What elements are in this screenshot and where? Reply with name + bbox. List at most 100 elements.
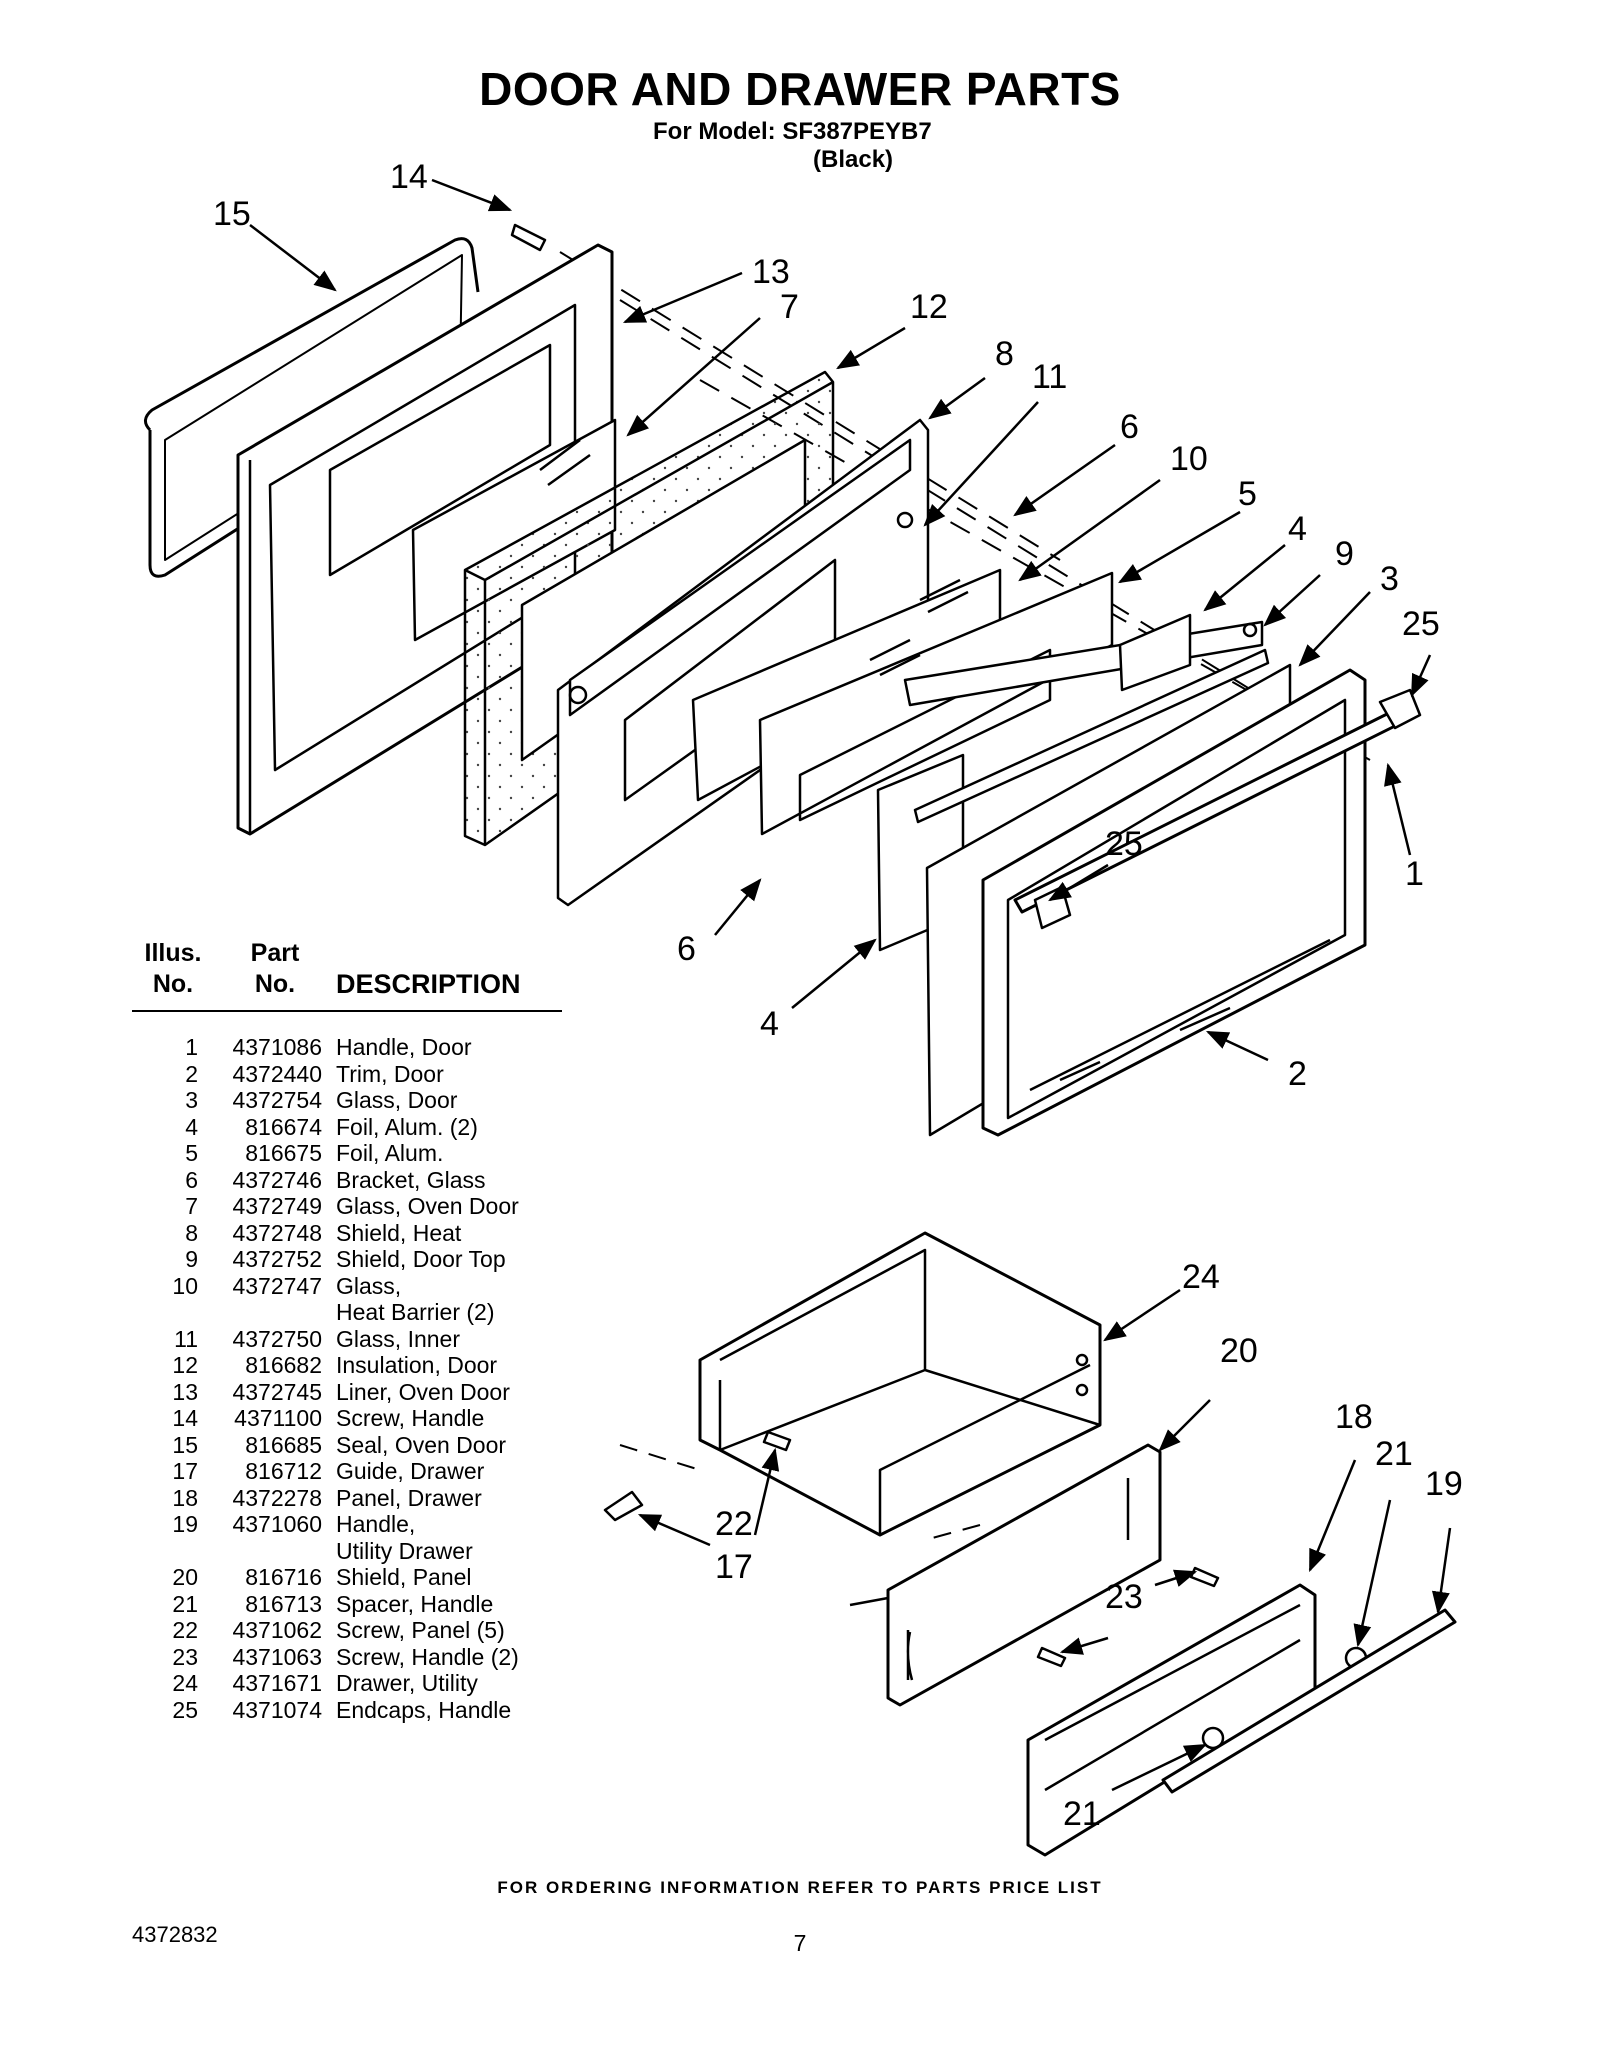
table-header-row: Illus. No. Part No. DESCRIPTION <box>132 938 562 1012</box>
part-no-cell: 816713 <box>245 1590 322 1617</box>
description-cell: Guide, Drawer <box>336 1458 485 1484</box>
description-cell: Screw, Handle <box>336 1405 485 1431</box>
document-number: 4372832 <box>132 1922 218 1947</box>
description-cell: Foil, Alum. <box>336 1140 444 1166</box>
page-number: 7 <box>793 1930 807 1956</box>
table-row: 3 4372754 Glass, Door <box>132 1087 562 1114</box>
callout-4-bottom: 4 <box>760 1005 779 1043</box>
oven-door-seal <box>144 237 480 578</box>
part-no-cell: 4372747 <box>232 1272 322 1299</box>
table-row: 2 4372440 Trim, Door <box>132 1061 562 1088</box>
part-no-cell: 816716 <box>245 1564 322 1590</box>
illus-no-cell: 4 <box>185 1113 198 1140</box>
callout-25-top: 25 <box>1402 605 1440 643</box>
table-row: 22 4371062 Screw, Panel (5) <box>132 1617 562 1644</box>
panel-screw <box>762 1430 792 1452</box>
illus-no-cell: 17 <box>172 1458 198 1484</box>
part-no-cell: 4371063 <box>232 1643 322 1670</box>
part-no-cell: 4372440 <box>232 1060 322 1087</box>
header-part-bottom: No. <box>254 970 296 998</box>
callout-15: 15 <box>213 195 251 233</box>
callout-21-top: 21 <box>1375 1435 1413 1473</box>
part-no-cell: 4372748 <box>232 1219 322 1246</box>
part-no-cell: 4372746 <box>232 1166 322 1193</box>
part-no-cell: 4372749 <box>232 1193 322 1219</box>
color-line: (Black) <box>813 146 894 173</box>
table-row: 5 816675 Foil, Alum. <box>132 1140 562 1167</box>
illus-no-cell: 22 <box>172 1617 198 1643</box>
exploded-drawer-diagram <box>603 1231 1457 1857</box>
callout-13: 13 <box>752 253 790 291</box>
illus-no-cell: 7 <box>185 1193 198 1219</box>
callout-leaders <box>249 178 1452 1792</box>
callout-7: 7 <box>780 288 799 326</box>
handle-screw-lower <box>1036 1646 1067 1668</box>
callout-9: 9 <box>1335 535 1354 573</box>
illus-no-cell <box>132 1299 214 1326</box>
description-cell: Liner, Oven Door <box>336 1378 510 1405</box>
illus-no-cell: 3 <box>185 1087 198 1113</box>
illus-no-cell: 5 <box>185 1140 198 1166</box>
description-cell: Endcaps, Handle <box>336 1696 512 1723</box>
illus-no-cell: 24 <box>172 1670 198 1696</box>
illus-no-cell: 14 <box>172 1405 198 1431</box>
part-no-cell: 4371062 <box>232 1617 322 1643</box>
header-illus-bottom: No. <box>152 970 194 998</box>
exploded-door-diagram <box>144 223 1422 1137</box>
handle-screw-upper <box>1189 1566 1220 1588</box>
illus-no-cell: 25 <box>172 1696 198 1723</box>
part-no-cell <box>214 1299 336 1326</box>
part-no-cell: 4372745 <box>232 1378 322 1405</box>
part-no-cell: 4372754 <box>232 1087 322 1113</box>
illus-no-cell: 2 <box>185 1060 198 1087</box>
model-line: For Model: SF387PEYB7 <box>653 118 932 145</box>
table-row: Utility Drawer <box>132 1538 562 1565</box>
table-row: 14 4371100 Screw, Handle <box>132 1405 562 1432</box>
header-part-top: Part <box>250 939 300 967</box>
callout-10: 10 <box>1170 440 1208 478</box>
description-cell: Drawer, Utility <box>336 1670 478 1696</box>
illus-no-cell: 8 <box>185 1219 198 1246</box>
header-illus-no: Illus. No. <box>132 938 214 1012</box>
callout-23: 23 <box>1105 1578 1143 1616</box>
illus-no-cell: 23 <box>172 1643 198 1670</box>
description-cell: Insulation, Door <box>336 1352 498 1378</box>
part-no-cell: 816675 <box>245 1140 322 1166</box>
callout-22: 22 <box>715 1505 753 1543</box>
handle-screw <box>510 223 547 252</box>
illus-no-cell <box>132 1538 214 1565</box>
callout-17: 17 <box>715 1548 753 1586</box>
illus-no-cell: 12 <box>172 1352 198 1378</box>
part-no-cell: 4371086 <box>232 1034 322 1060</box>
callout-18: 18 <box>1335 1398 1373 1436</box>
description-cell: Glass, Door <box>336 1087 458 1113</box>
drawer-guide <box>603 1490 644 1522</box>
description-cell: Panel, Drawer <box>336 1484 482 1511</box>
part-no-cell: 816685 <box>245 1431 322 1458</box>
illus-no-cell: 21 <box>172 1590 198 1617</box>
ordering-note: FOR ORDERING INFORMATION REFER TO PARTS … <box>497 1878 1103 1897</box>
description-cell: Screw, Panel (5) <box>336 1617 505 1643</box>
description-cell: Shield, Heat <box>336 1219 462 1246</box>
callout-3: 3 <box>1380 560 1399 598</box>
callout-19: 19 <box>1425 1465 1463 1503</box>
part-no-cell: 4371100 <box>234 1405 322 1431</box>
description-cell: Trim, Door <box>336 1060 444 1087</box>
part-no-cell: 4372750 <box>232 1325 322 1352</box>
callout-1: 1 <box>1405 855 1424 893</box>
